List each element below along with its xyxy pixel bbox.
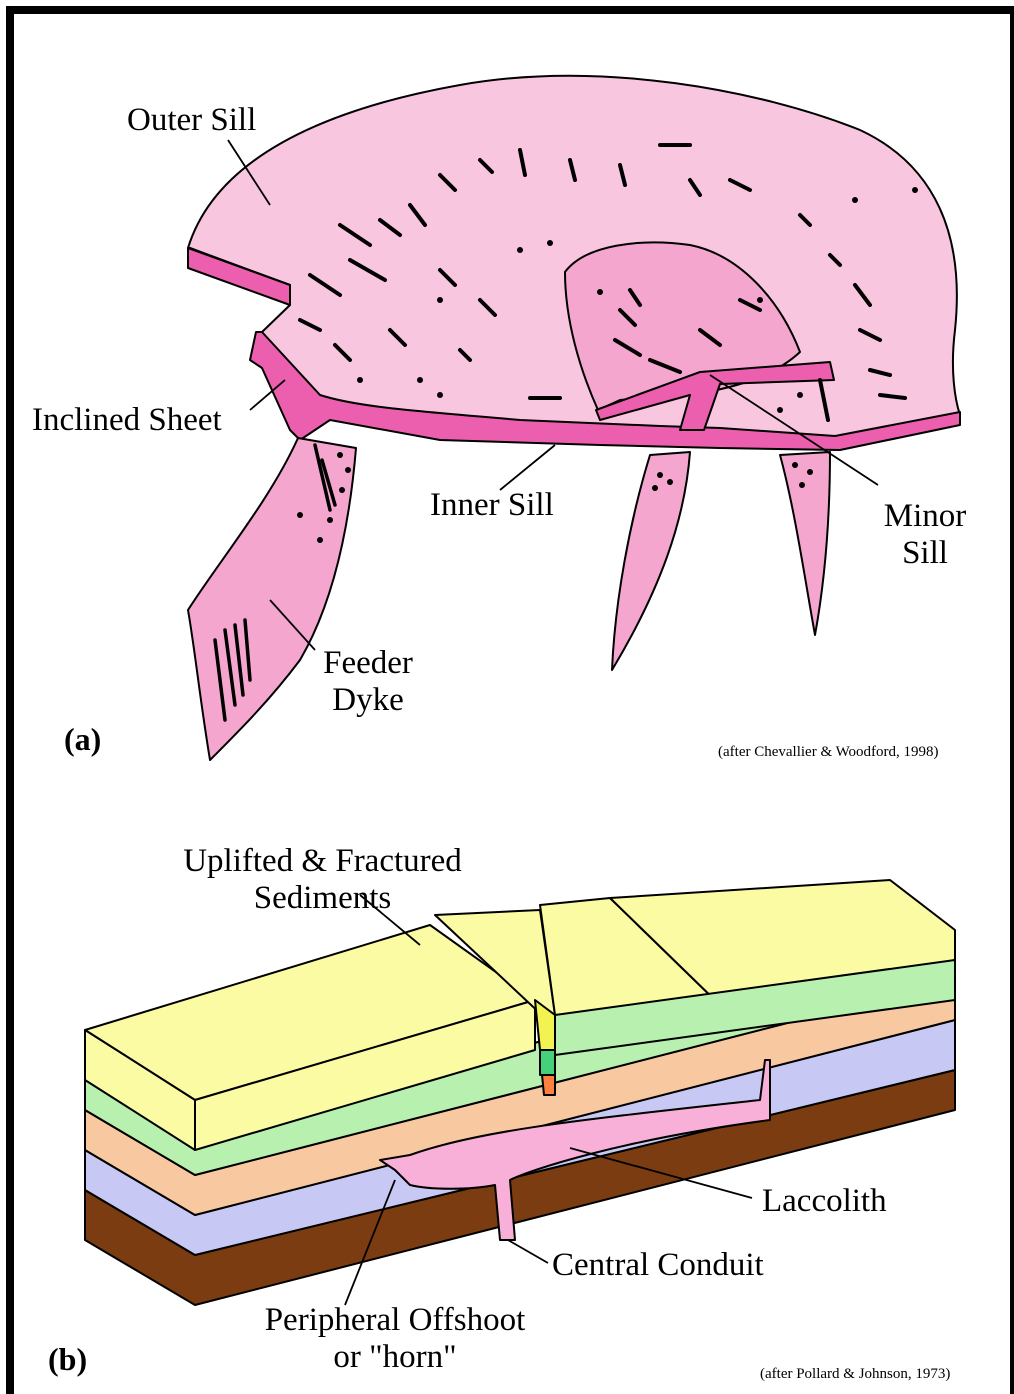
label-inner-sill: Inner Sill <box>430 487 554 524</box>
label-offshoot-line2: or "horn" <box>235 1339 555 1376</box>
panel-b-illustration <box>85 880 955 1305</box>
uplift-front-green <box>540 1050 555 1075</box>
panel-a-illustration <box>188 76 960 760</box>
uplift-front-orange <box>542 1075 555 1095</box>
label-offshoot-line1: Peripheral Offshoot <box>235 1302 555 1339</box>
label-minor-sill-line1: Minor <box>870 498 980 535</box>
panel-label-b: (b) <box>48 1342 87 1378</box>
label-uplifted-line1: Uplifted & Fractured <box>155 843 490 880</box>
label-minor-sill: Minor Sill <box>870 498 980 572</box>
label-feeder-dyke-line1: Feeder <box>308 645 428 682</box>
label-peripheral-offshoot: Peripheral Offshoot or "horn" <box>235 1302 555 1376</box>
citation-b: (after Pollard & Johnson, 1973) <box>760 1366 950 1383</box>
panel-label-a: (a) <box>64 722 101 758</box>
label-feeder-dyke-line2: Dyke <box>308 682 428 719</box>
inner-dyke-2 <box>780 452 830 635</box>
label-feeder-dyke: Feeder Dyke <box>308 645 428 719</box>
inner-dyke-1 <box>612 452 690 670</box>
label-minor-sill-line2: Sill <box>870 535 980 572</box>
citation-a: (after Chevallier & Woodford, 1998) <box>718 744 939 761</box>
label-central-conduit: Central Conduit <box>552 1247 764 1284</box>
label-laccolith: Laccolith <box>762 1183 887 1220</box>
label-inclined-sheet: Inclined Sheet <box>32 402 222 439</box>
leader-central-conduit <box>508 1240 548 1263</box>
leader-inner-sill <box>500 445 555 490</box>
label-uplifted-line2: Sediments <box>155 880 490 917</box>
label-outer-sill: Outer Sill <box>127 102 256 139</box>
label-uplifted-sediments: Uplifted & Fractured Sediments <box>155 843 490 917</box>
